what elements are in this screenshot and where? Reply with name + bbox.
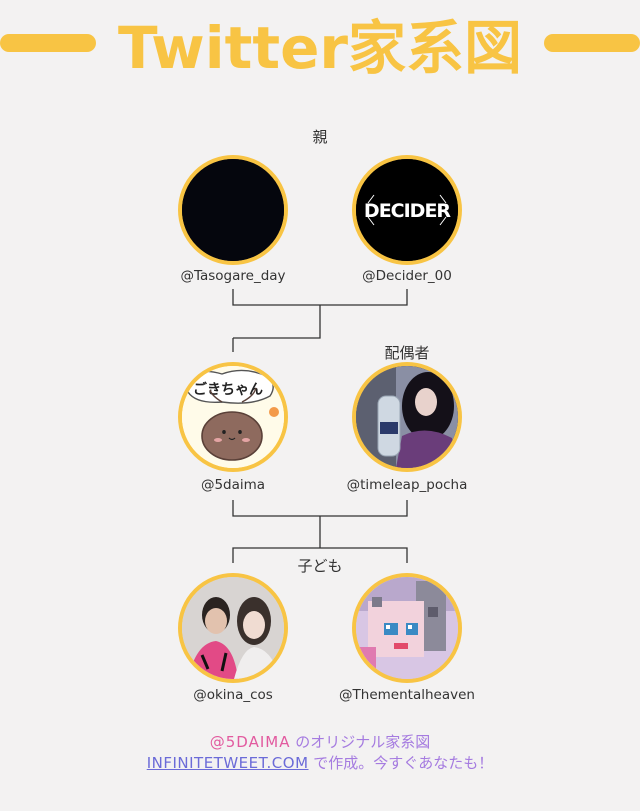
page-title: Twitter家系図 [117, 14, 523, 82]
avatar-5daima[interactable]: ごきちゃん [178, 362, 288, 472]
footer: @5DAIMA のオリジナル家系図 INFINITETWEET.COM で作成。… [0, 732, 640, 774]
avatar-caption: ごきちゃん [193, 381, 263, 398]
page-header: Twitter家系図 [0, 0, 640, 86]
handle-okina-cos[interactable]: @okina_cos [193, 687, 273, 703]
header-bar-left [0, 34, 96, 52]
handle-timeleap-pocha[interactable]: @timeleap_pocha [346, 477, 468, 493]
avatar-image [182, 159, 284, 261]
avatar-image: DECIDER [356, 159, 458, 261]
handle-5daima[interactable]: @5daima [200, 477, 266, 493]
footer-line-1: @5DAIMA のオリジナル家系図 [0, 732, 640, 753]
footer-user-link[interactable]: @5DAIMA [209, 733, 291, 751]
avatar-image [356, 577, 458, 679]
footer-line-2-text: で作成。今すぐあなたも！ [308, 754, 494, 772]
header-bar-right [544, 34, 640, 52]
avatar-image [356, 366, 458, 468]
avatar-image [182, 577, 284, 679]
handle-tasogare-day[interactable]: @Tasogare_day [180, 268, 286, 284]
avatar-okina-cos[interactable] [178, 573, 288, 683]
infinitetweet-link[interactable]: INFINITETWEET.COM [146, 754, 309, 772]
footer-line-2: INFINITETWEET.COM で作成。今すぐあなたも！ [0, 753, 640, 774]
handle-thementalheaven[interactable]: @Thementalheaven [339, 687, 475, 703]
avatar-tasogare-day[interactable] [178, 155, 288, 265]
avatar-image: ごきちゃん [182, 366, 284, 468]
spouse-label: 配偶者 [384, 344, 430, 362]
handle-decider-00[interactable]: @Decider_00 [362, 268, 452, 284]
avatar-timeleap-pocha[interactable] [352, 362, 462, 472]
children-label: 子ども [297, 557, 343, 575]
parents-label: 親 [312, 128, 328, 146]
footer-line-1-text: のオリジナル家系図 [290, 733, 431, 751]
decider-logo-text: DECIDER [364, 200, 452, 222]
avatar-thementalheaven[interactable] [352, 573, 462, 683]
avatar-decider-00[interactable]: DECIDER [352, 155, 462, 265]
